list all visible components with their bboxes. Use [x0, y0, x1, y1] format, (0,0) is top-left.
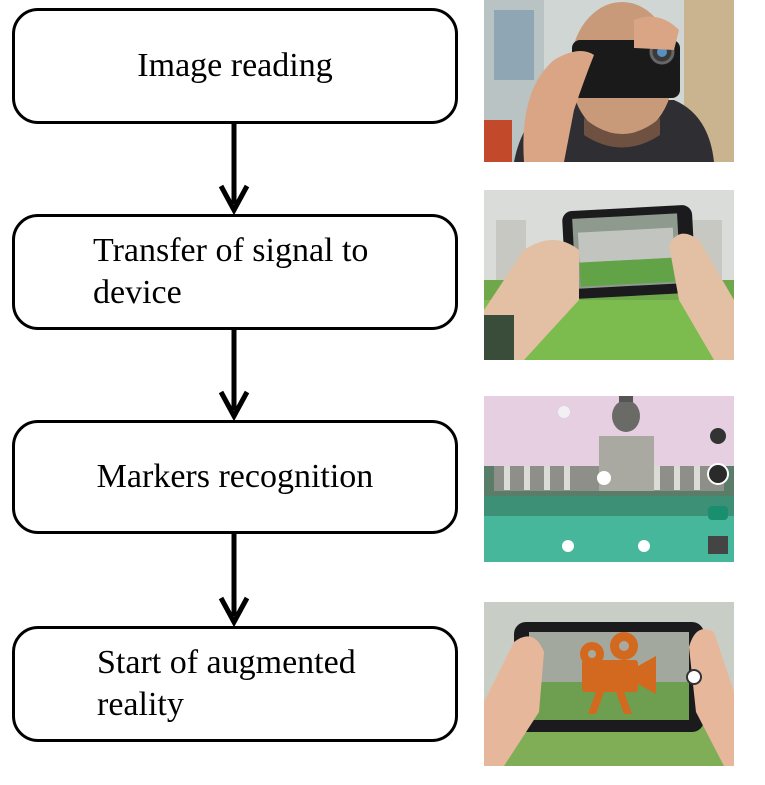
photo-camera-screen-building	[484, 396, 734, 562]
arrow-down-icon	[218, 534, 250, 626]
arrow-down-icon	[218, 124, 250, 214]
photo-hands-phone-building	[484, 190, 734, 360]
arrow-down-icon	[218, 330, 250, 420]
step-label: Start of augmented reality	[97, 644, 356, 723]
step-label: Transfer of signal to device	[93, 232, 369, 311]
step-transfer-signal: Transfer of signal to device	[12, 214, 458, 330]
step-start-ar: Start of augmented reality	[12, 626, 458, 742]
step-label: Image reading	[137, 47, 333, 84]
step-image-reading: Image reading	[12, 8, 458, 124]
photo-man-with-phone	[484, 0, 734, 162]
step-label: Markers recognition	[96, 458, 374, 495]
step-markers-recognition: Markers recognition	[12, 420, 458, 534]
photo-phone-ar-camera	[484, 602, 734, 766]
